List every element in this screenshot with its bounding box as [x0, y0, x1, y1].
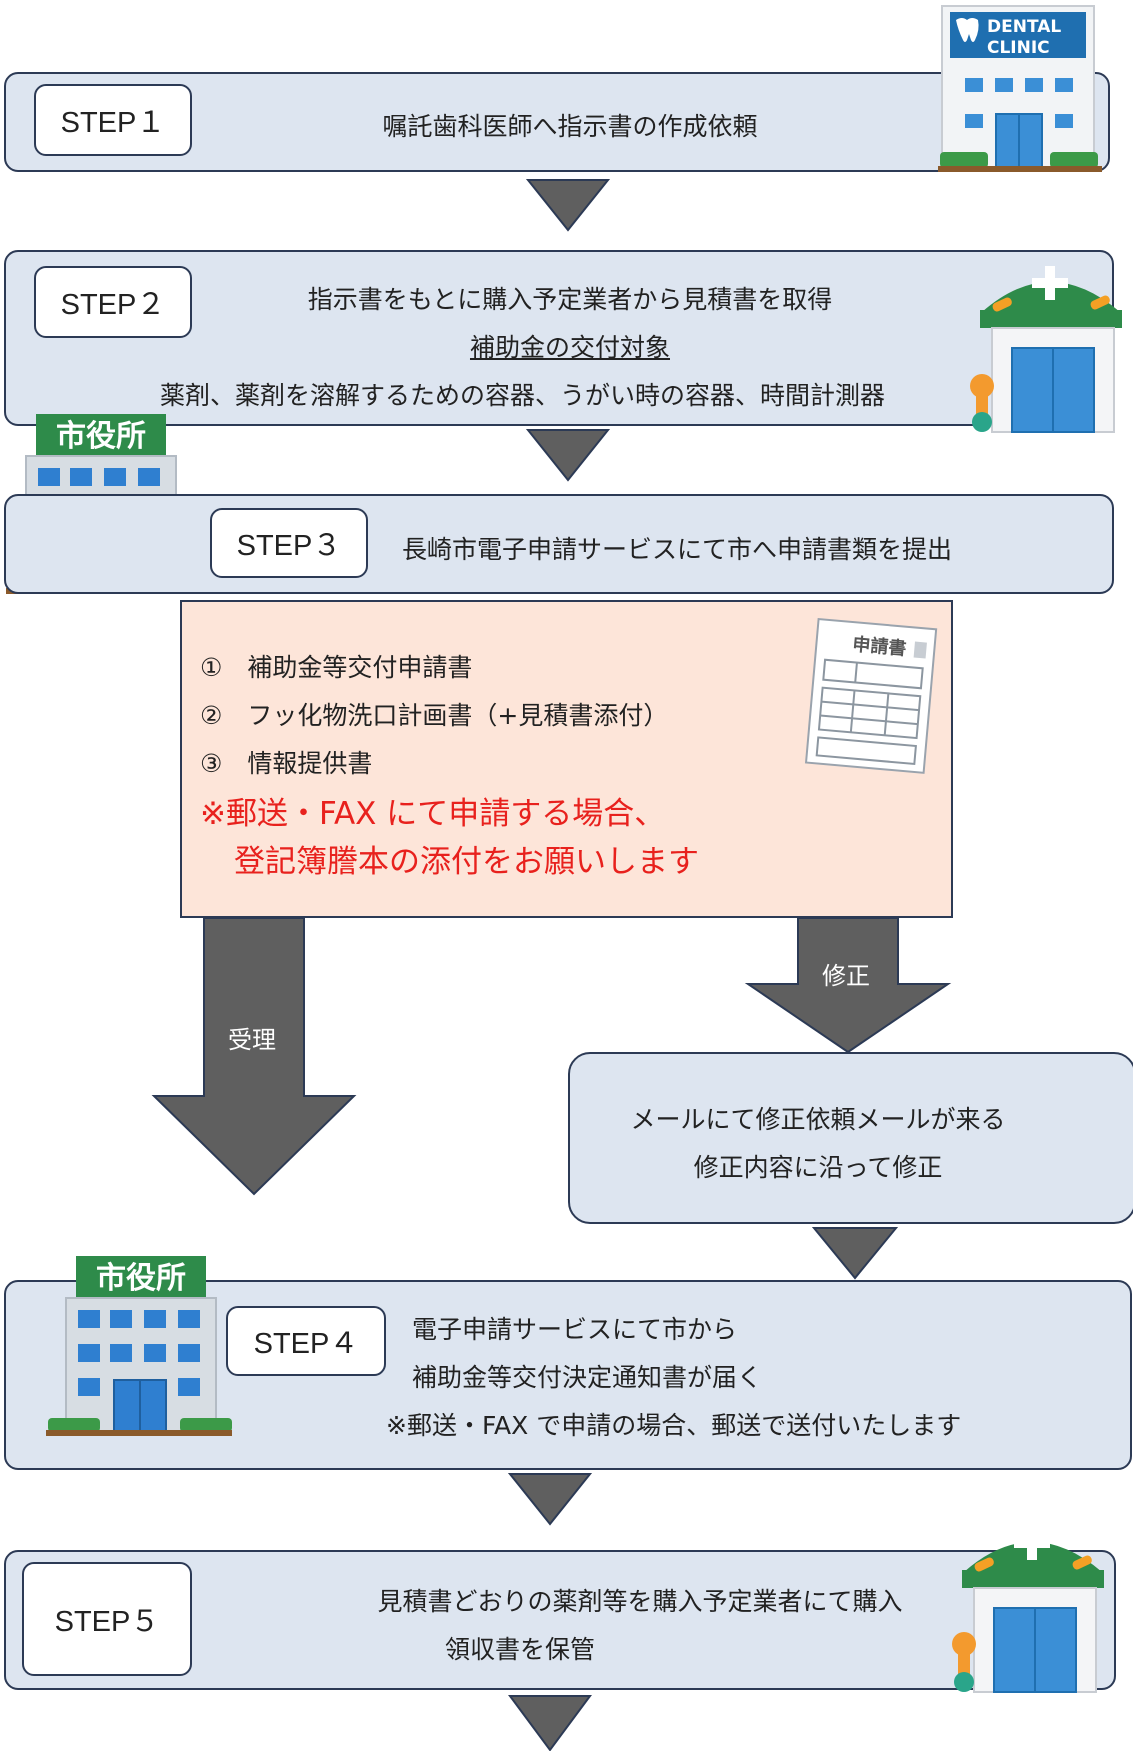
step2-label: STEP２	[34, 266, 192, 338]
city-hall-sign-step4: 市役所	[96, 1261, 186, 1296]
form-title: 申請書	[852, 633, 908, 660]
step4-label: STEP４	[226, 1306, 386, 1376]
revision-line1: メールにて修正依頼メールが来る	[630, 1105, 1006, 1134]
step1-label: STEP１	[34, 84, 192, 156]
revision-box	[568, 1052, 1133, 1224]
revise-label: 修正	[822, 962, 870, 990]
step3-label: STEP３	[210, 508, 368, 578]
flow-arrow-2	[525, 429, 611, 482]
step5-line1: 見積書どおりの薬剤等を購入予定業者にて購入	[377, 1587, 903, 1616]
step2-line1: 指示書をもとに購入予定業者から見積書を取得	[307, 285, 833, 314]
flow-arrow-4	[507, 1473, 593, 1526]
city-hall-icon-step4: 市役所	[46, 1256, 232, 1436]
dental-sign-line1: DENTAL	[987, 17, 1061, 37]
application-form-icon: 申請書	[804, 617, 938, 774]
pharmacy-icon-step5	[952, 1526, 1104, 1693]
accept-label: 受理	[228, 1026, 276, 1054]
step4-line1: 電子申請サービスにて市から	[412, 1315, 738, 1344]
city-hall-sign: 市役所	[56, 419, 146, 454]
dental-clinic-icon: DENTAL CLINIC	[938, 5, 1102, 172]
step5-label: STEP５	[22, 1562, 192, 1676]
flow-arrow-1	[525, 179, 611, 232]
revision-line2: 修正内容に沿って修正	[693, 1153, 943, 1182]
mail-fax-note-1: ※郵送・FAX にて申請する場合、	[200, 796, 666, 832]
document-item-3: ③ 情報提供書	[200, 749, 373, 778]
step1-text: 嘱託歯科医師へ指示書の作成依頼	[382, 112, 758, 141]
revise-arrow	[744, 917, 952, 1054]
document-item-2: ② フッ化物洗口計画書（+見積書添付）	[200, 701, 669, 730]
step2-line2: 補助金の交付対象	[200, 328, 940, 364]
step3-panel	[4, 494, 1114, 594]
pharmacy-icon	[970, 266, 1122, 433]
step4-line3: ※郵送・FAX で申請の場合、郵送で送付いたします	[386, 1411, 962, 1440]
flow-arrow-revision	[811, 1227, 899, 1280]
step2-subsidy-title: 補助金の交付対象	[469, 333, 670, 362]
step5-line2: 領収書を保管	[444, 1635, 595, 1664]
step2-panel	[4, 250, 1114, 426]
mail-fax-note-2: 登記簿謄本の添付をお願いします	[234, 844, 699, 880]
step3-text: 長崎市電子申請サービスにて市へ申請書類を提出	[402, 535, 953, 564]
accept-arrow	[151, 917, 357, 1196]
step2-line3: 薬剤、薬剤を溶解するための容器、うがい時の容器、時間計測器	[160, 381, 886, 410]
step4-line2: 補助金等交付決定通知書が届く	[412, 1363, 763, 1392]
flow-arrow-5	[508, 1695, 592, 1751]
dental-sign-line2: CLINIC	[987, 38, 1050, 58]
document-item-1: ① 補助金等交付申請書	[200, 653, 473, 682]
